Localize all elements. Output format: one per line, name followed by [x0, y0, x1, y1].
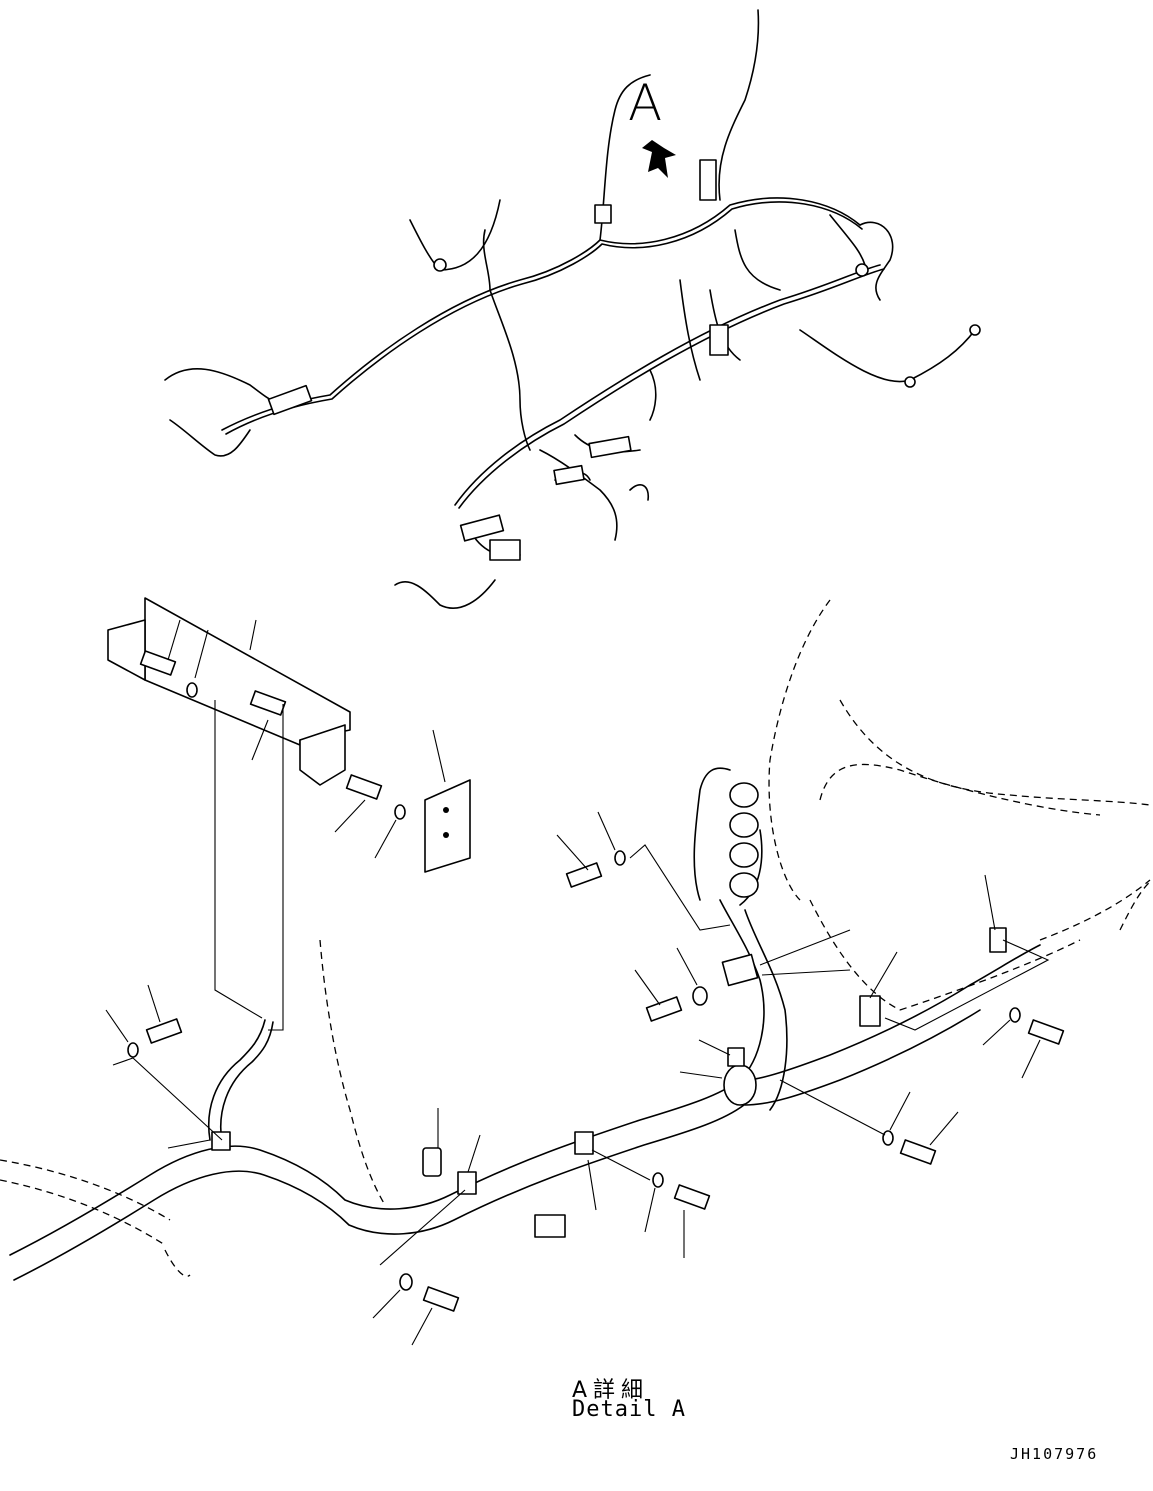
view-marker-letter: A [628, 74, 663, 132]
detail-caption-japanese: A詳細 [572, 1378, 650, 1403]
detail-a-harness [0, 599, 1153, 1281]
arrow-down-right-icon [642, 140, 676, 178]
mounting-bracket [107, 597, 471, 873]
harness-connectors [267, 159, 981, 561]
bolts [139, 650, 1065, 1312]
drawing-number: JH107976 [1010, 1445, 1099, 1463]
leader-lines [105, 619, 1050, 1346]
clamps [211, 927, 1007, 1195]
detail-caption-english: Detail A [572, 1397, 686, 1422]
washers [127, 682, 1021, 1291]
main-wiring-harness [164, 9, 976, 609]
